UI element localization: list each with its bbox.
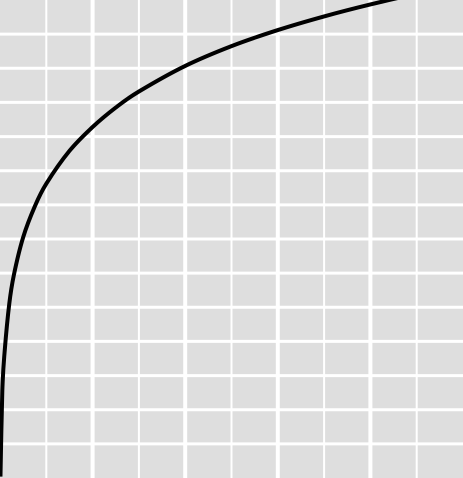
series-line-0 [0, 0, 399, 477]
series-layer [0, 0, 399, 477]
